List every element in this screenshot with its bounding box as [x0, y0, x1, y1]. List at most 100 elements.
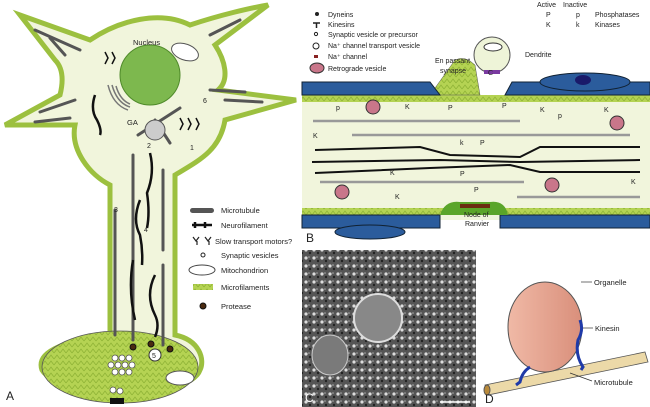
shape	[483, 42, 503, 52]
label: Ranvier	[465, 221, 490, 228]
label: Na⁺ channel transport vesicle	[328, 43, 420, 50]
shape	[311, 158, 641, 164]
label: 2	[147, 143, 151, 150]
shape	[544, 177, 560, 193]
label: p	[576, 12, 580, 19]
shape: p	[336, 105, 340, 112]
label: Protease	[221, 302, 251, 311]
shape: k	[460, 140, 464, 147]
shape	[575, 75, 591, 85]
panel-a: Nucleus GA	[3, 2, 297, 404]
shape	[353, 293, 403, 343]
shape	[104, 51, 116, 65]
shape	[301, 81, 442, 96]
panel-d-letter: D	[485, 392, 494, 406]
label: Kinases	[595, 22, 620, 29]
shape	[114, 361, 122, 369]
neurofilaments	[311, 145, 641, 174]
shape	[129, 259, 137, 321]
process-numbers: 1 2 3 4 5 6	[114, 98, 207, 360]
shape	[314, 145, 640, 159]
label: k	[576, 22, 580, 29]
label: 3	[114, 207, 118, 214]
shape: K	[390, 170, 395, 177]
microtubule-icon	[190, 208, 214, 213]
shape: K	[540, 107, 545, 114]
shape	[121, 361, 129, 369]
label: synapse	[440, 68, 466, 75]
axon-interior	[302, 97, 650, 220]
shape	[111, 354, 119, 362]
mitochondrion-icon	[165, 370, 195, 386]
shape: P	[502, 103, 507, 110]
na-channel-icon	[314, 55, 318, 58]
shape	[311, 334, 349, 376]
microtubules	[33, 18, 264, 347]
organelle-label: Organelle	[594, 278, 627, 287]
kinesin-icon	[313, 22, 320, 28]
nucleus-label: Nucleus	[133, 38, 160, 47]
label: K	[546, 22, 551, 29]
shape	[302, 95, 650, 102]
shape	[91, 94, 102, 136]
enzyme-table: Active Inactive P p Phosphatases K k Kin…	[537, 2, 640, 29]
mitochondrion-icon	[188, 264, 216, 276]
label: 1	[190, 145, 194, 152]
shape: P	[474, 187, 479, 194]
label: Phosphatases	[595, 12, 640, 19]
shape	[301, 214, 441, 229]
shape	[166, 345, 174, 353]
shape	[109, 386, 117, 394]
shape	[440, 201, 508, 215]
microfilament-icon	[193, 284, 213, 290]
c-mark: C	[488, 70, 493, 77]
neuron-outline	[3, 2, 297, 395]
shape	[609, 115, 625, 131]
shape	[38, 98, 77, 114]
shape	[148, 274, 159, 338]
label: Kinesins	[328, 22, 355, 29]
panel-b-letter: B	[306, 231, 314, 245]
shape	[125, 368, 133, 376]
label: 4	[144, 227, 148, 234]
shape	[128, 361, 136, 369]
en-passant-synapse	[429, 58, 481, 96]
label: 5	[152, 353, 156, 360]
shape	[129, 343, 137, 351]
shape: K	[604, 107, 609, 114]
label: Node of	[464, 212, 489, 219]
shape	[314, 163, 640, 174]
label: Synaptic vesicles	[221, 251, 279, 260]
na-channel-block	[110, 398, 124, 404]
shape	[334, 224, 406, 240]
number-5-badge	[148, 348, 162, 362]
motor-icon	[192, 236, 212, 245]
shape	[145, 152, 154, 229]
panel-b-legend: Dyneins Kinesins Synaptic vesicle or pre…	[309, 12, 420, 74]
shape	[111, 368, 119, 376]
retrograde-vesicle-icon	[309, 62, 325, 74]
label: Inactive	[563, 2, 587, 9]
shape	[48, 36, 67, 57]
dynein-icon	[315, 12, 319, 16]
microtubules	[313, 119, 640, 199]
shape	[223, 98, 264, 104]
label: Neurofilament	[221, 221, 269, 230]
shape: P	[460, 171, 465, 178]
shape	[499, 214, 650, 229]
protease-dots	[129, 340, 174, 353]
label: Active	[537, 2, 556, 9]
protease-icon	[199, 302, 207, 310]
node-of-ranvier-label: Node of Ranvier	[464, 212, 490, 228]
synaptic-vesicle-icon	[313, 31, 319, 37]
neurofilament-icon	[192, 222, 212, 228]
retrograde-vesicles	[334, 99, 625, 200]
label: Microtubule	[221, 206, 260, 215]
panel-c-letter: C	[305, 391, 314, 405]
shape	[118, 368, 126, 376]
organelle	[507, 281, 583, 373]
golgi-apparatus-icon	[107, 84, 131, 111]
na-vesicle-icon	[312, 42, 320, 50]
